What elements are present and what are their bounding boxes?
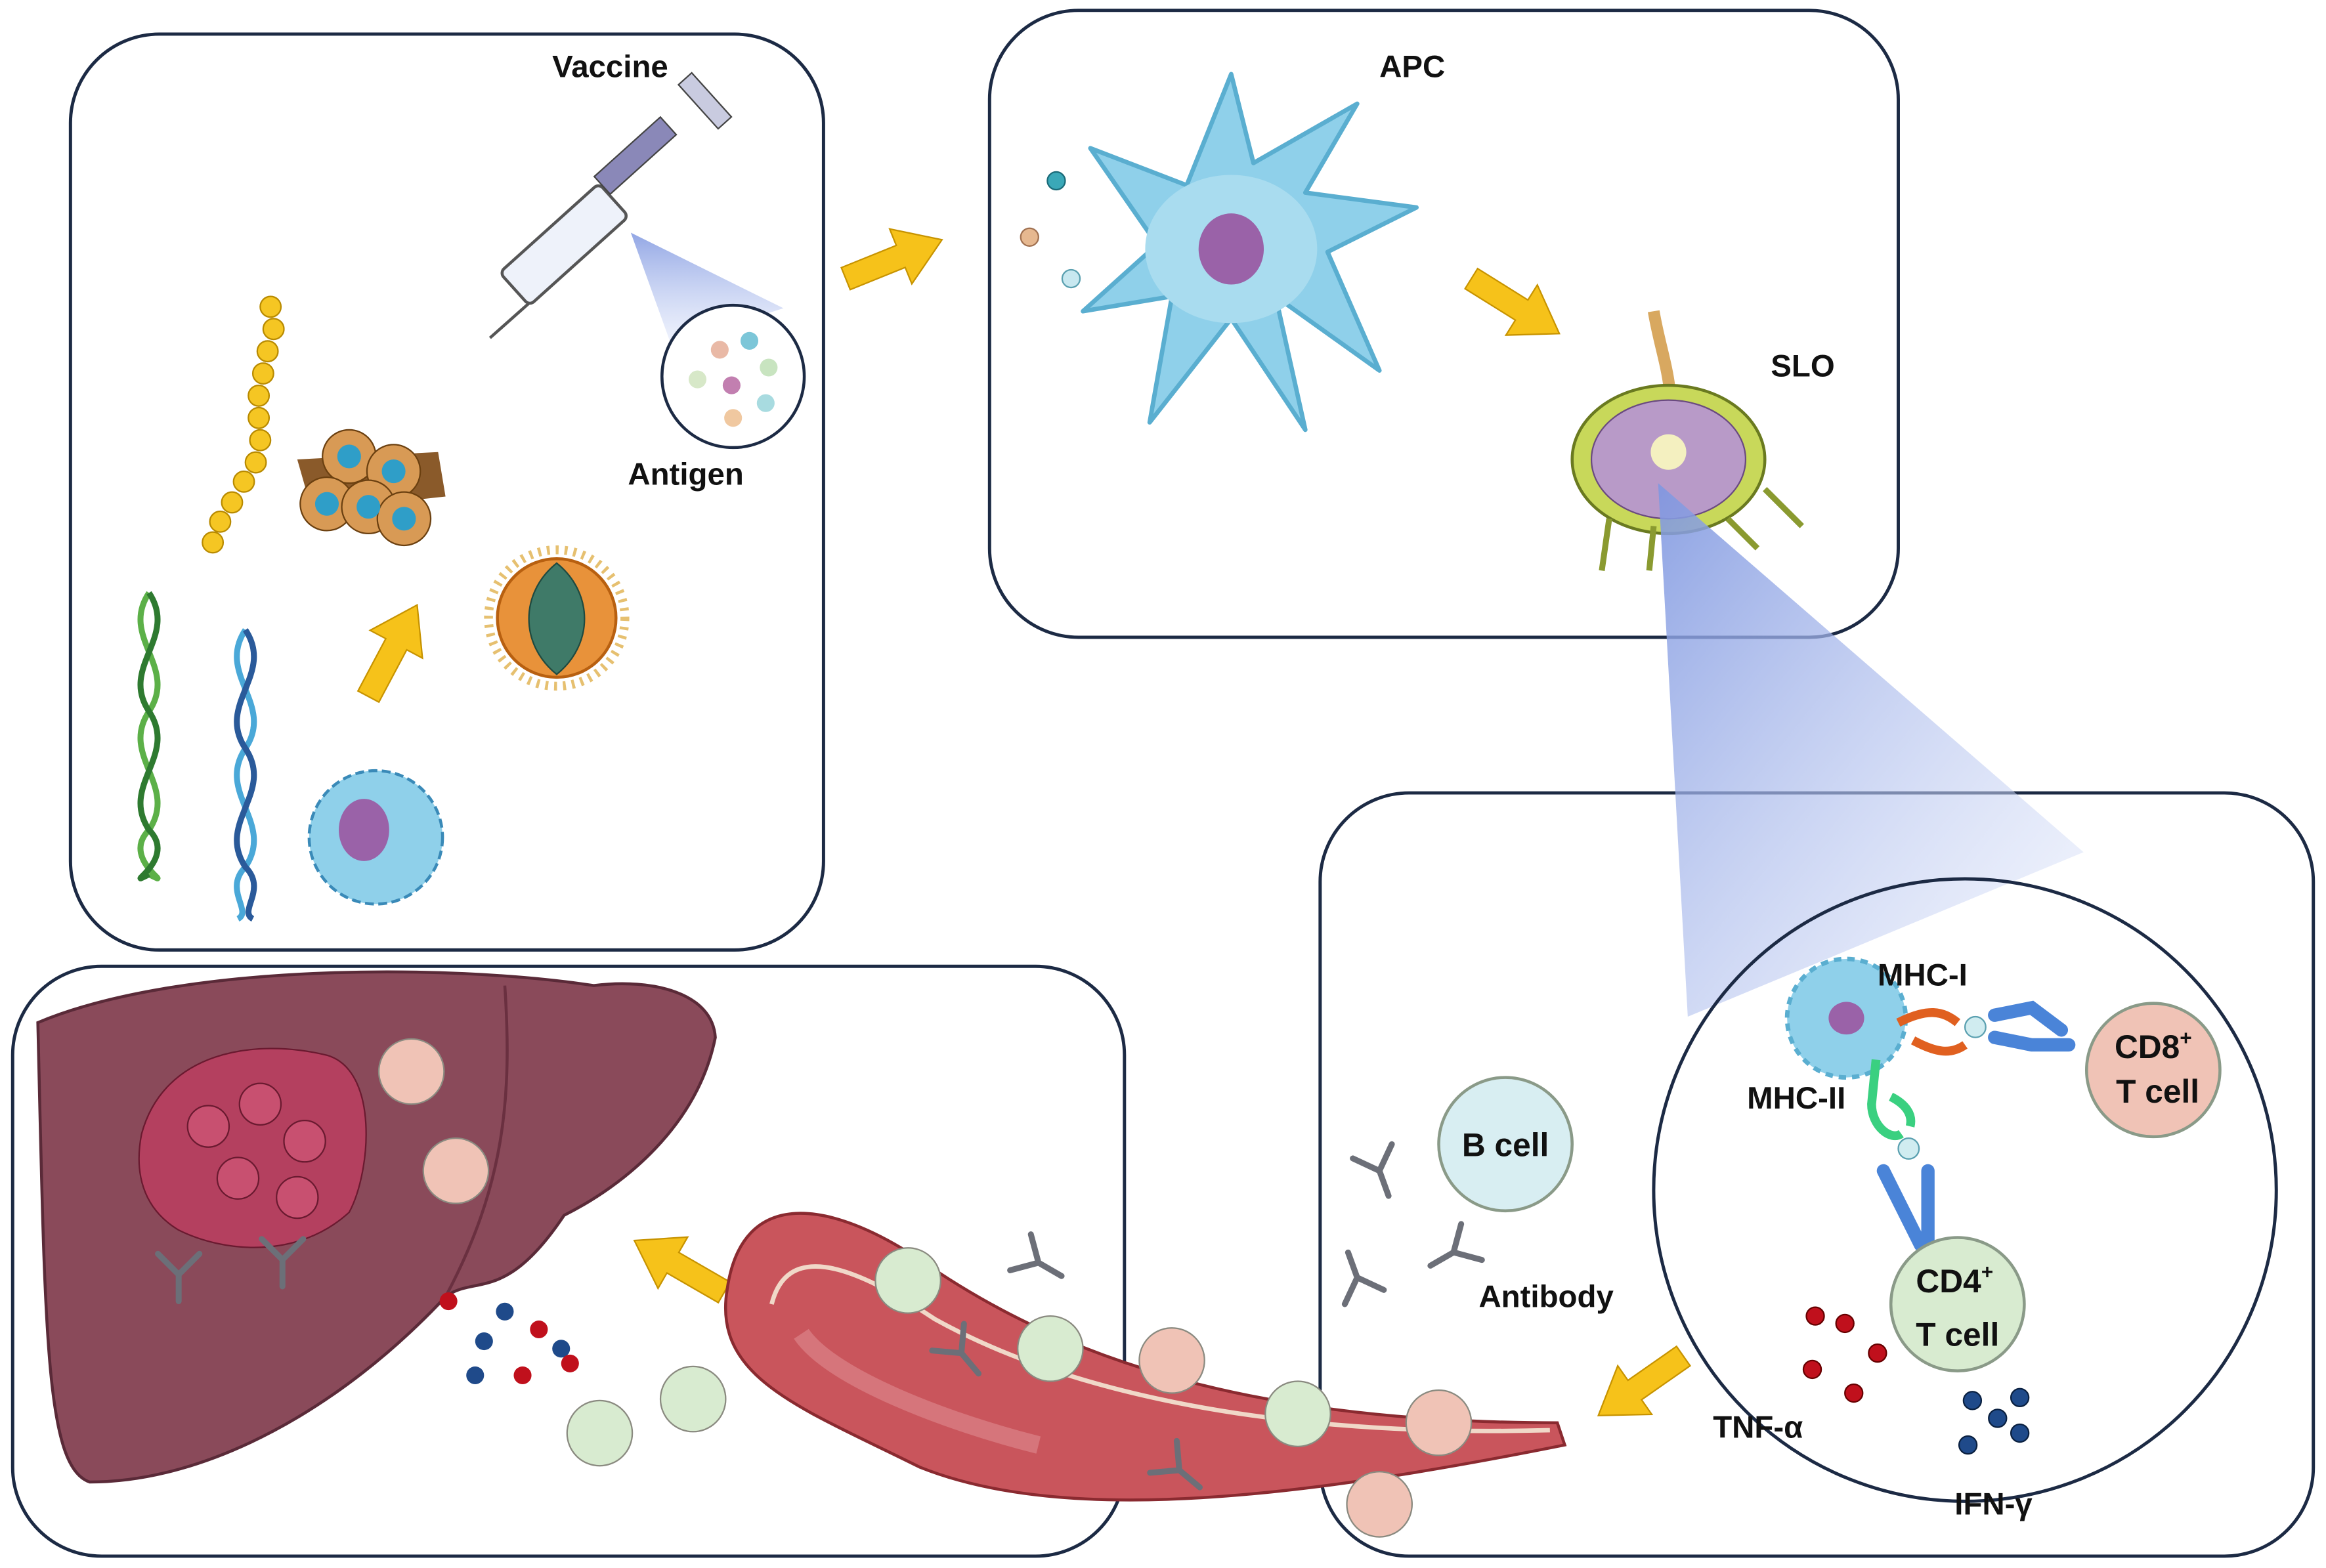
cd4-sup: + (1981, 1260, 1993, 1284)
cd8-sup: + (2180, 1026, 2191, 1049)
cd4-t-cell: CD4+ T cell (1889, 1236, 2026, 1372)
ifn-gamma-label: IFN-γ (1954, 1487, 2033, 1522)
tumor-cells-icon (297, 429, 446, 547)
cd4-t-cell-blood (1017, 1315, 1084, 1382)
cd4-t-cell-blood (659, 1365, 727, 1433)
cd8-t-cell-liver (377, 1038, 445, 1105)
antibody-icon (1010, 1235, 1072, 1294)
dna-helix-green-icon (137, 591, 161, 881)
apc-panel (987, 9, 1900, 639)
antibody-icon (1329, 1245, 1384, 1304)
slo-label: SLO (1771, 349, 1834, 384)
b-cell: B cell (1437, 1076, 1574, 1213)
ifn-gamma-molecules (1958, 1388, 2030, 1455)
arrow-vaccine-to-apc (834, 211, 954, 307)
tnf-alpha-molecules (1802, 1306, 1887, 1403)
svg-text:CD4+: CD4+ (1916, 1260, 1993, 1300)
arrow-vessel-to-liver (618, 1214, 740, 1319)
antibody-icon (1420, 1224, 1482, 1284)
dendritic-cell-small-icon (307, 769, 444, 906)
cd8-t-cell-blood (1138, 1327, 1205, 1394)
apc-label: APC (1379, 49, 1445, 84)
dna-helix-blue-icon (234, 628, 257, 922)
arrow-apc-to-slo (1455, 253, 1576, 360)
antigen-label: Antigen (628, 457, 743, 492)
cd4-t-cell-blood (1264, 1380, 1331, 1447)
cd8-t-cell-blood (1346, 1471, 1413, 1538)
mhc1-label: MHC-I (1878, 958, 1968, 993)
arrow-dna-to-cells (341, 590, 444, 711)
syringe-icon (488, 72, 733, 339)
cd4-t-cell-blood (566, 1399, 634, 1467)
b-cell-label: B cell (1462, 1126, 1549, 1163)
lymph-node-icon (1570, 310, 1804, 571)
mhc2-tcr-complex-icon (1867, 1059, 1935, 1252)
cd8-t-cell: CD8+ T cell (2084, 1002, 2222, 1139)
arrow-immune-to-vessel (1580, 1330, 1702, 1441)
cd4-t-cell-blood (874, 1247, 941, 1314)
vaccine-label: Vaccine (552, 49, 668, 84)
svg-text:CD8+: CD8+ (2115, 1026, 2192, 1065)
cd4-label: CD4 (1916, 1263, 1981, 1300)
liver-tumor-icon (138, 1048, 367, 1248)
cd8-label: CD8 (2115, 1028, 2180, 1065)
peptide-chain-icon (202, 295, 285, 554)
liver-panel (11, 964, 1127, 1558)
mhc1-tcr-complex-icon (1896, 1000, 2076, 1056)
mhc2-label: MHC-II (1747, 1081, 1845, 1116)
immune-synapse-circle (1652, 877, 2278, 1503)
cd8-t-cell-blood (1405, 1389, 1473, 1456)
cd4-tcell-label: T cell (1916, 1316, 1999, 1353)
cd8-t-cell-liver (422, 1137, 490, 1204)
cd8-tcell-label: T cell (2116, 1073, 2199, 1110)
tnf-alpha-label: TNF-α (1713, 1410, 1803, 1445)
cytokines-liver (439, 1292, 579, 1385)
slo-zoom-cone (1658, 483, 2084, 1017)
antibody-icon (1353, 1144, 1408, 1203)
antigen-particles-icon (1020, 171, 1081, 289)
virus-particle-icon (484, 545, 630, 691)
vaccine-panel (68, 32, 825, 952)
antigen-magnified-circle (660, 303, 806, 450)
apc-dendritic-cell-icon (1081, 72, 1419, 433)
antibody-label: Antibody (1478, 1280, 1614, 1315)
